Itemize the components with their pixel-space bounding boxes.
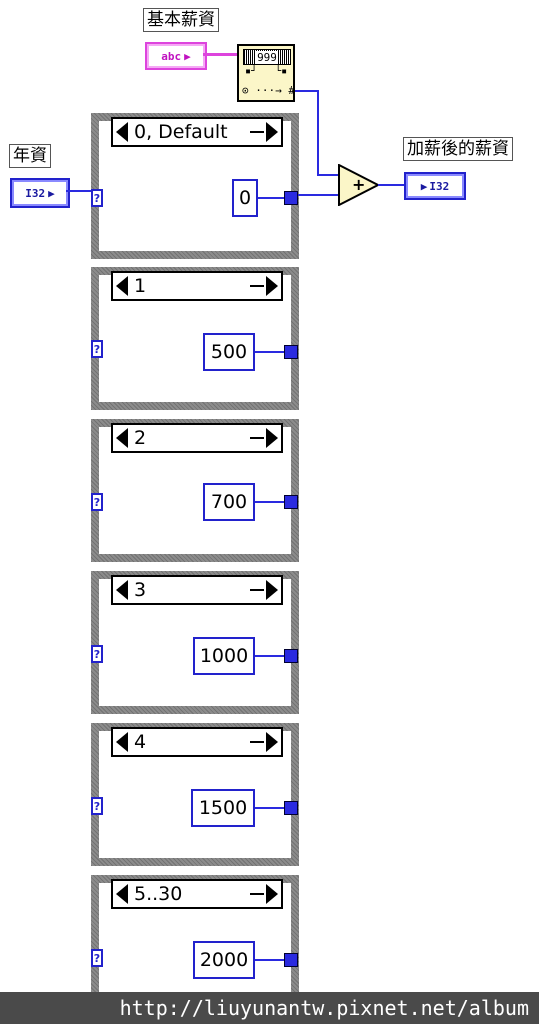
case-frame-3[interactable]: 3 ? 1000 [91, 571, 299, 714]
constant-wire [255, 351, 287, 353]
dropdown-dash-icon[interactable] [250, 285, 264, 287]
next-case-icon[interactable] [266, 580, 278, 600]
next-case-icon[interactable] [266, 122, 278, 142]
constant-wire [258, 197, 290, 199]
years-label: 年資 [9, 144, 51, 168]
case-selector-terminal: ? [91, 493, 103, 511]
output-tunnel [284, 345, 298, 359]
case-selector-0[interactable]: 0, Default [111, 117, 283, 147]
raised-salary-label: 加薪後的薪資 [403, 137, 513, 161]
raised-salary-indicator: ▶ I32 [404, 172, 466, 200]
next-case-icon[interactable] [266, 276, 278, 296]
case-constant[interactable]: 1000 [193, 637, 255, 675]
output-arrow-icon: ▶ [184, 49, 191, 63]
input-arrow-icon: ▶ [420, 179, 428, 193]
case-label: 0, Default [134, 121, 228, 143]
string-wire [203, 53, 239, 56]
years-wire [66, 190, 94, 192]
i32-type-text: I32 [429, 179, 450, 193]
prev-case-icon[interactable] [116, 428, 128, 448]
case-label: 3 [134, 579, 147, 601]
prev-case-icon[interactable] [116, 276, 128, 296]
output-tunnel [284, 191, 298, 205]
case-frame-4[interactable]: 4 ? 1500 [91, 723, 299, 866]
watermark-url: http://liuyunantw.pixnet.net/album [0, 992, 539, 1024]
format-output-wire-h1 [295, 90, 319, 92]
case-label: 5..30 [134, 883, 183, 905]
years-control[interactable]: I32 ▶ [10, 178, 70, 208]
case-selector-2[interactable]: 2 [111, 423, 283, 453]
case-selector-3[interactable]: 3 [111, 575, 283, 605]
format-output-wire-h2 [317, 174, 341, 176]
case-constant[interactable]: 1500 [191, 789, 255, 827]
base-salary-control[interactable]: abc ▶ [145, 42, 207, 70]
case-constant[interactable]: 2000 [193, 941, 255, 979]
case-output-wire [298, 194, 342, 196]
case-selector-5[interactable]: 5..30 [111, 879, 283, 909]
dropdown-dash-icon[interactable] [250, 437, 264, 439]
case-frame-2[interactable]: 2 ? 700 [91, 419, 299, 562]
format-marks: ▪┘ └▪ [245, 66, 288, 77]
next-case-icon[interactable] [266, 428, 278, 448]
format-arrow: ⊙ ···→ # [242, 84, 295, 97]
output-tunnel [284, 801, 298, 815]
format-output-wire-v [317, 90, 319, 176]
case-selector-terminal: ? [91, 340, 103, 358]
prev-case-icon[interactable] [116, 122, 128, 142]
constant-wire [255, 501, 287, 503]
prev-case-icon[interactable] [116, 732, 128, 752]
case-label: 2 [134, 427, 147, 449]
dropdown-dash-icon[interactable] [250, 589, 264, 591]
output-tunnel [284, 649, 298, 663]
dropdown-dash-icon[interactable] [250, 131, 264, 133]
case-selector-terminal: ? [91, 189, 103, 207]
format-text: 999 [256, 50, 278, 64]
output-tunnel [284, 953, 298, 967]
case-label: 1 [134, 275, 147, 297]
output-tunnel [284, 495, 298, 509]
case-frame-0[interactable]: 0, Default ? 0 [91, 113, 299, 259]
add-symbol: + [352, 175, 365, 194]
dropdown-dash-icon[interactable] [250, 893, 264, 895]
case-selector-4[interactable]: 4 [111, 727, 283, 757]
case-constant[interactable]: 700 [203, 483, 255, 521]
case-constant[interactable]: 0 [232, 179, 258, 217]
prev-case-icon[interactable] [116, 884, 128, 904]
case-label: 4 [134, 731, 147, 753]
output-arrow-icon: ▶ [48, 186, 55, 200]
dropdown-dash-icon[interactable] [250, 741, 264, 743]
next-case-icon[interactable] [266, 732, 278, 752]
case-selector-1[interactable]: 1 [111, 271, 283, 301]
add-output-wire [378, 184, 406, 186]
case-frame-1[interactable]: 1 ? 500 [91, 267, 299, 410]
format-node[interactable]: 999 ▪┘ └▪ ⊙ ···→ # [237, 44, 295, 102]
string-type-text: abc [161, 49, 182, 63]
format-text-box: 999 [243, 49, 291, 65]
constant-wire [255, 807, 287, 809]
case-selector-terminal: ? [91, 645, 103, 663]
constant-wire [255, 959, 287, 961]
constant-wire [255, 655, 287, 657]
add-node[interactable]: + [338, 164, 380, 206]
i32-type-text: I32 [25, 186, 46, 200]
prev-case-icon[interactable] [116, 580, 128, 600]
case-selector-terminal: ? [91, 949, 103, 967]
case-selector-terminal: ? [91, 797, 103, 815]
case-constant[interactable]: 500 [203, 333, 255, 371]
base-salary-label: 基本薪資 [143, 8, 219, 32]
next-case-icon[interactable] [266, 884, 278, 904]
